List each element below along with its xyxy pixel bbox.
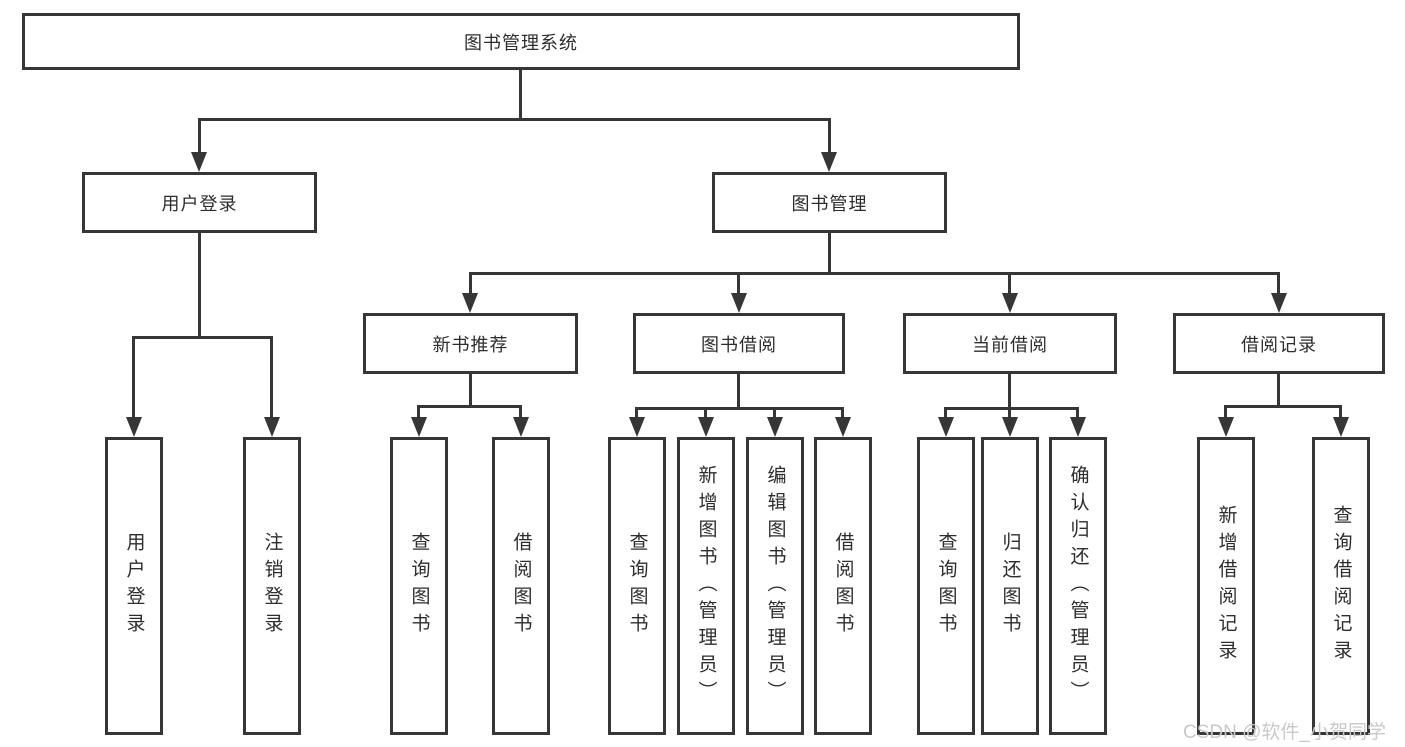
connector-drop-level2 xyxy=(1008,272,1011,293)
arrowhead-icon xyxy=(1218,417,1234,437)
arrowhead-icon xyxy=(1002,417,1018,437)
connector-drop-leaf xyxy=(1339,405,1342,417)
connector-drop-book-management xyxy=(828,118,831,152)
connector-borrow-records-crossbar xyxy=(1224,405,1342,408)
leaf-user-login: 用户登录 xyxy=(105,437,163,735)
connector-new-book-crossbar xyxy=(417,405,522,408)
arrowhead-icon xyxy=(1002,293,1018,313)
connector-drop-leaf xyxy=(841,407,844,417)
node-label: 当前借阅 xyxy=(972,334,1048,355)
node-label: 查询图书 xyxy=(626,532,648,640)
leaf-logout: 注销登录 xyxy=(243,437,301,735)
leaf-add-book-admin: 新增图书（管理员） xyxy=(677,437,735,735)
arrowhead-icon xyxy=(191,152,207,172)
connector-drop-leaf xyxy=(635,407,638,417)
node-label: 用户登录 xyxy=(161,193,238,214)
leaf-query-books-borrow: 查询图书 xyxy=(608,437,666,735)
arrowhead-icon xyxy=(731,293,747,313)
leaf-borrow-books-recommend: 借阅图书 xyxy=(492,437,550,735)
leaf-return-books: 归还图书 xyxy=(981,437,1039,735)
node-label: 确认归还（管理员） xyxy=(1067,464,1089,708)
connector-drop-leaf xyxy=(519,405,522,417)
node-label: 归还图书 xyxy=(999,532,1021,640)
arrowhead-icon xyxy=(767,417,783,437)
node-label: 新书推荐 xyxy=(432,334,509,355)
node-label: 编辑图书（管理员） xyxy=(764,464,786,708)
arrowhead-icon xyxy=(938,417,954,437)
arrowhead-icon xyxy=(835,417,851,437)
connector-current-borrow-crossbar xyxy=(944,407,1079,410)
node-label: 图书管理系统 xyxy=(464,32,578,53)
connector-user-login-crossbar xyxy=(132,336,273,339)
connector-drop-level2 xyxy=(469,272,472,293)
connector-drop-leaf xyxy=(417,405,420,417)
node-user-login: 用户登录 xyxy=(82,172,317,233)
node-library-system: 图书管理系统 xyxy=(22,13,1020,70)
connector-book-borrow-stem xyxy=(737,374,740,407)
connector-drop-leaf xyxy=(1224,405,1227,417)
node-borrow-records: 借阅记录 xyxy=(1173,313,1385,374)
node-label: 查询图书 xyxy=(408,532,430,640)
connector-borrow-records-stem xyxy=(1277,374,1280,405)
arrowhead-icon xyxy=(411,417,427,437)
arrowhead-icon xyxy=(1070,417,1086,437)
leaf-query-borrow-record: 查询借阅记录 xyxy=(1312,437,1370,735)
connector-drop-level2 xyxy=(1277,272,1280,293)
csdn-watermark: CSDN @软件_小贺同学 xyxy=(1183,722,1386,743)
node-label: 新增借阅记录 xyxy=(1215,505,1237,667)
connector-drop-leaf xyxy=(1076,407,1079,417)
node-label: 用户登录 xyxy=(123,532,145,640)
node-label: 查询图书 xyxy=(935,532,957,640)
node-label: 新增图书（管理员） xyxy=(695,464,717,708)
connector-current-borrow-stem xyxy=(1008,374,1011,407)
arrowhead-icon xyxy=(1333,417,1349,437)
arrowhead-icon xyxy=(462,293,478,313)
node-label: 借阅记录 xyxy=(1241,334,1317,355)
connector-drop-level2 xyxy=(737,272,740,293)
connector-book-management-crossbar xyxy=(469,272,1280,275)
arrowhead-icon xyxy=(126,417,142,437)
connector-drop-leaf xyxy=(773,407,776,417)
connector-drop-leaf xyxy=(132,336,135,417)
arrowhead-icon xyxy=(698,417,714,437)
arrowhead-icon xyxy=(629,417,645,437)
connector-drop-leaf xyxy=(270,336,273,417)
leaf-edit-book-admin: 编辑图书（管理员） xyxy=(746,437,804,735)
connector-user-login-stem xyxy=(198,233,201,336)
leaf-borrow-books: 借阅图书 xyxy=(814,437,872,735)
node-label: 借阅图书 xyxy=(832,532,854,640)
leaf-confirm-return-admin: 确认归还（管理员） xyxy=(1049,437,1107,735)
node-label: 查询借阅记录 xyxy=(1330,505,1352,667)
connector-drop-leaf xyxy=(1008,407,1011,417)
node-label: 借阅图书 xyxy=(510,532,532,640)
leaf-query-books-current: 查询图书 xyxy=(917,437,975,735)
node-current-borrow: 当前借阅 xyxy=(903,313,1117,374)
node-book-borrow: 图书借阅 xyxy=(633,313,845,374)
node-book-management: 图书管理 xyxy=(712,172,947,233)
arrowhead-icon xyxy=(513,417,529,437)
node-label: 图书借阅 xyxy=(701,334,777,355)
arrowhead-icon xyxy=(821,152,837,172)
node-label: 注销登录 xyxy=(261,532,283,640)
connector-book-management-stem xyxy=(828,233,831,272)
connector-drop-user-login xyxy=(198,118,201,152)
connector-drop-leaf xyxy=(704,407,707,417)
node-label: 图书管理 xyxy=(791,193,868,214)
connector-root-stem xyxy=(519,70,522,118)
connector-new-book-stem xyxy=(469,374,472,405)
leaf-add-borrow-record: 新增借阅记录 xyxy=(1197,437,1255,735)
node-new-book-recommend: 新书推荐 xyxy=(363,313,578,374)
leaf-query-books-recommend: 查询图书 xyxy=(390,437,448,735)
arrowhead-icon xyxy=(264,417,280,437)
arrowhead-icon xyxy=(1271,293,1287,313)
connector-drop-leaf xyxy=(944,407,947,417)
connector-book-borrow-crossbar xyxy=(635,407,844,410)
connector-root-crossbar xyxy=(198,118,831,121)
